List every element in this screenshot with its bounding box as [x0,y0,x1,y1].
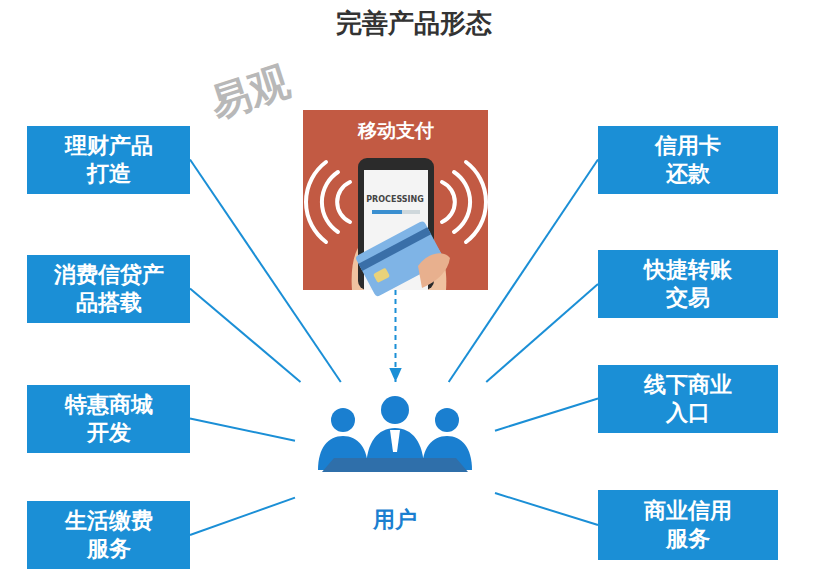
user-group-icon [318,396,472,472]
node-text: 信用卡还款 [652,132,725,188]
node-text: 快捷转账交易 [641,256,736,312]
connector-line [190,289,300,383]
connector-line [190,498,295,535]
feature-box: 信用卡还款 [598,126,778,194]
feature-box: 快捷转账交易 [598,250,778,318]
feature-box: 理财产品打造 [27,126,190,194]
connector-line [495,493,598,525]
node-text: 特惠商城开发 [61,391,156,447]
node-text: 消费信贷产品搭载 [50,261,167,317]
connector-line [486,284,598,382]
watermark: 易观 [203,53,296,130]
node-caption: 用户 [373,506,417,534]
feature-box: 线下商业入口 [598,365,778,433]
node-text: 商业信用服务 [641,497,736,553]
connector-line [495,399,598,431]
user-group: 用户 [295,382,495,542]
node-text: 移动支付 [358,116,434,144]
mobile-payment-picture [303,110,488,297]
feature-box: 生活缴费服务 [27,501,190,569]
feature-box: 消费信贷产品搭载 [27,255,190,323]
connector-arrow [395,290,397,382]
diagram-title: 完善产品形态 [0,6,828,41]
node-text: 线下商业入口 [641,371,736,427]
connector-line [190,419,295,441]
connector-line [449,160,598,383]
node-text: 生活缴费服务 [61,507,156,563]
screen-text: PROCESSING [366,195,424,204]
connector-line [190,160,341,383]
feature-box: 特惠商城开发 [27,385,190,453]
feature-box: 商业信用服务 [598,490,778,560]
node-text: 理财产品打造 [61,132,156,188]
